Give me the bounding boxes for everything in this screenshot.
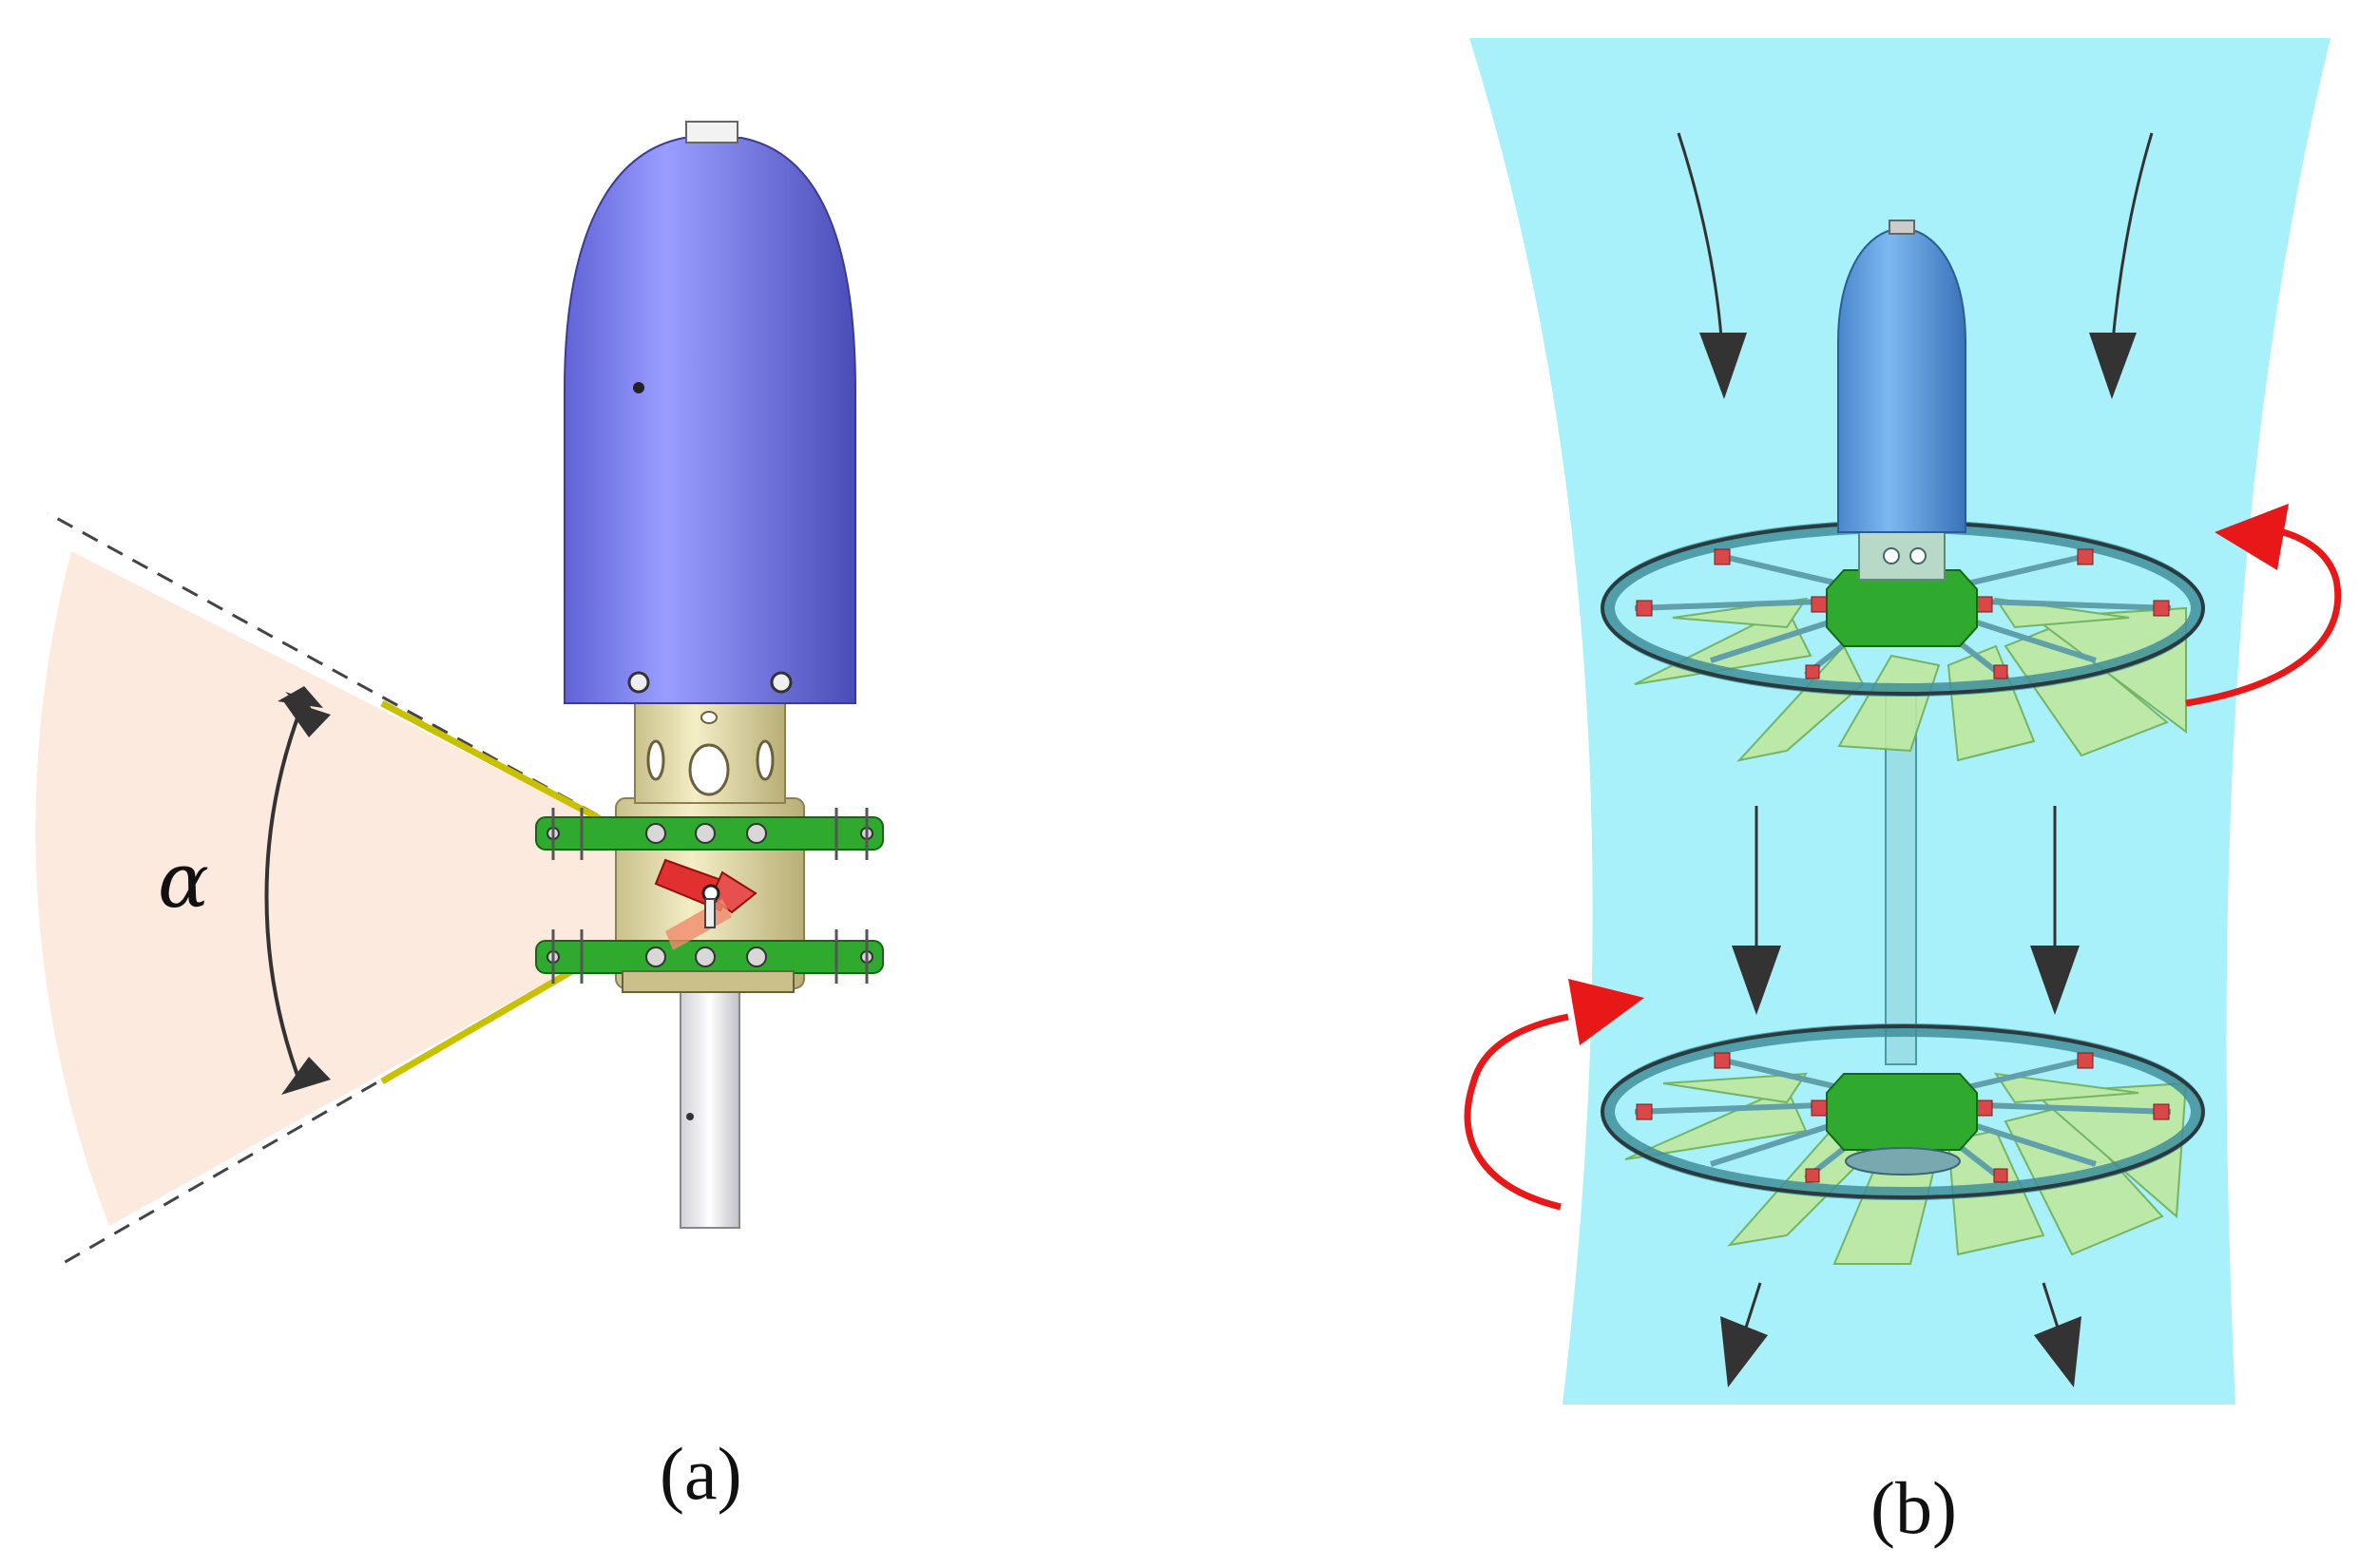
upper-rotor: [1601, 520, 2205, 762]
cone-screw: [770, 671, 793, 694]
hub-port: [688, 743, 730, 796]
cone-screw: [627, 671, 650, 694]
shaft-hole: [686, 1113, 694, 1120]
rotation-arrow-icon: [2185, 504, 2342, 707]
panel-b-label: (b): [1870, 1466, 1957, 1549]
hub-port: [646, 739, 665, 781]
angle-sector: [35, 551, 722, 1226]
panel-b: [1464, 38, 2342, 1405]
panel-a: [35, 121, 884, 1266]
shaft-a: [680, 987, 740, 1229]
angle-arrow-icon: [264, 686, 331, 1095]
rotation-arrow-icon: [1464, 979, 1644, 1211]
blade-root-red: [654, 858, 758, 950]
angle-alpha-label: α: [158, 836, 210, 925]
flange-studs: [551, 808, 869, 984]
lower-rotor: [1601, 1023, 2205, 1265]
flow-arrows: [1677, 132, 2154, 1331]
lower-hub-gear: [1826, 1073, 1978, 1151]
hub-port: [1909, 547, 1927, 564]
hub-base: [622, 970, 795, 993]
down-arrow-icon: [1699, 333, 2137, 1387]
nose-cone-b: [1837, 229, 1966, 533]
cone-hole: [633, 382, 644, 393]
nose-cap-b: [1889, 220, 1915, 235]
hub-port: [1883, 547, 1900, 564]
upper-hub-gear: [1826, 569, 1978, 647]
panel-a-label: (a): [660, 1432, 742, 1515]
nose-cap: [685, 121, 738, 143]
hub-port: [756, 739, 775, 781]
nose-cone-a: [564, 137, 856, 704]
upper-hub-sleeve: [1858, 531, 1946, 581]
flange-bolts: [547, 823, 873, 967]
lower-rotor-ring: [1601, 1023, 2204, 1200]
hub-port: [700, 711, 718, 724]
lower-hub-base: [1845, 1147, 1961, 1176]
lower-rotor-ring-dark: [1601, 1024, 2205, 1199]
